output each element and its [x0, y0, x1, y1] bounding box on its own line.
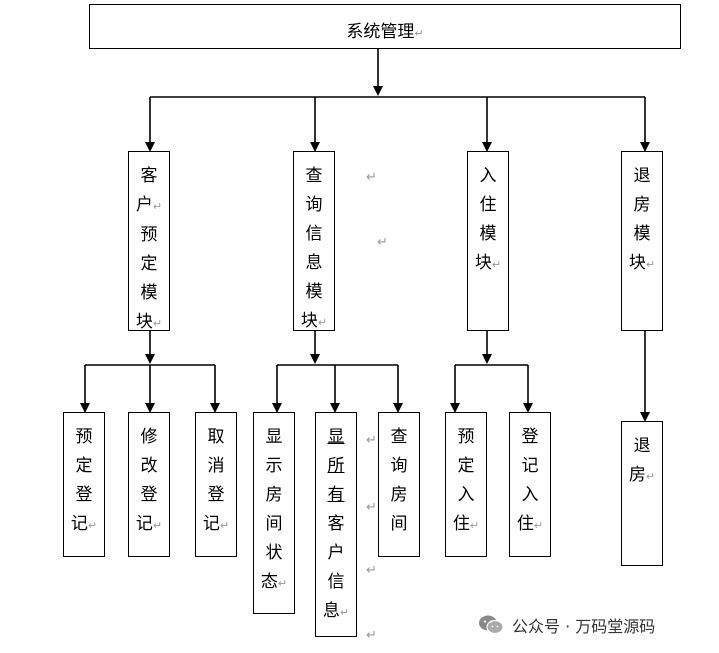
module-char: 模 — [633, 224, 651, 244]
return-mark: ↵ — [277, 577, 288, 590]
module-char: 块↵ — [474, 253, 502, 273]
module-char: 查 — [305, 166, 323, 186]
stray-return-mark: ↵ — [366, 563, 377, 578]
return-mark: ↵ — [152, 317, 163, 330]
leaf-char: 预 — [75, 427, 93, 447]
leaf-char: 记↵ — [202, 514, 230, 534]
leaf-char: 改 — [140, 456, 158, 476]
leaf-char: 登 — [140, 485, 158, 505]
return-mark: ↵ — [219, 519, 230, 532]
leaf-char: 退 — [633, 436, 651, 456]
leaf-char: 住↵ — [516, 514, 544, 534]
leaf-char: 查 — [390, 427, 408, 447]
leaf-char: 修 — [140, 427, 158, 447]
module-char: 房 — [633, 195, 651, 215]
root-label-wrap: 系统管理↵ — [90, 17, 680, 42]
module-checkout: 退 房 模 块↵ — [621, 151, 663, 331]
leaf-char: 入 — [457, 485, 475, 505]
return-mark: ↵ — [339, 606, 350, 619]
leaf-char: 状 — [265, 543, 283, 563]
leaf-char: 取 — [207, 427, 225, 447]
module-char: 入 — [479, 166, 497, 186]
stray-return-mark: ↵ — [366, 628, 377, 643]
module-char: 住 — [479, 195, 497, 215]
module-char: 模 — [140, 283, 158, 303]
leaf-char: 房↵ — [628, 465, 656, 485]
module-checkin: 入 住 模 块↵ — [467, 151, 509, 331]
leaf-checkout-room: 退 房↵ — [621, 421, 663, 566]
leaf-modify-register: 修 改 登 记↵ — [128, 412, 170, 557]
leaf-register-checkin: 登 记 入 住↵ — [509, 412, 551, 557]
leaf-char: 间 — [265, 514, 283, 534]
module-char: 信 — [305, 224, 323, 244]
leaf-char: 记↵ — [135, 514, 163, 534]
leaf-char: 入 — [521, 485, 539, 505]
leaf-char: 态↵ — [260, 572, 288, 592]
module-char: 预 — [140, 225, 158, 245]
leaf-char: 记↵ — [70, 514, 98, 534]
leaf-char: 登 — [75, 485, 93, 505]
leaf-char: 息↵ — [322, 601, 350, 621]
leaf-char: 定 — [75, 456, 93, 476]
leaf-char: 显 — [327, 427, 345, 447]
return-mark: ↵ — [533, 519, 544, 532]
return-mark: ↵ — [645, 258, 656, 271]
module-char: 块↵ — [135, 312, 163, 332]
leaf-char: 有 — [327, 485, 345, 505]
leaf-char: 信 — [327, 572, 345, 592]
module-char: 块↵ — [628, 253, 656, 273]
return-mark: ↵ — [152, 200, 163, 213]
module-booking: 客 户↵ 预 定 模 块↵ — [128, 151, 170, 332]
module-char: 息 — [305, 253, 323, 273]
stray-return-mark: ↵ — [366, 433, 377, 448]
leaf-show-all-guests: 显 所 有 客 户 信 息↵ — [315, 412, 357, 637]
leaf-show-room-status: 显 示 房 间 状 态↵ — [253, 412, 295, 614]
return-mark: ↵ — [491, 258, 502, 271]
leaf-book-checkin: 预 定 入 住↵ — [445, 412, 487, 557]
wechat-icon — [478, 614, 504, 636]
leaf-cancel-register: 取 消 登 记↵ — [195, 412, 237, 557]
leaf-char: 住↵ — [452, 514, 480, 534]
module-char: 客 — [140, 166, 158, 186]
stray-return-mark: ↵ — [366, 500, 377, 515]
leaf-char: 房 — [390, 485, 408, 505]
return-mark: ↵ — [414, 27, 424, 40]
return-mark: ↵ — [317, 316, 328, 329]
return-mark: ↵ — [645, 470, 656, 483]
leaf-char: 记 — [521, 456, 539, 476]
leaf-char: 登 — [521, 427, 539, 447]
module-char: 模 — [479, 224, 497, 244]
leaf-char: 询 — [390, 456, 408, 476]
leaf-char: 户 — [327, 543, 345, 563]
leaf-char: 定 — [457, 456, 475, 476]
module-char: 定 — [140, 254, 158, 274]
root-label: 系统管理 — [346, 22, 415, 42]
return-mark: ↵ — [87, 519, 98, 532]
leaf-char: 预 — [457, 427, 475, 447]
module-char: 户↵ — [135, 195, 163, 215]
module-char: 询 — [305, 195, 323, 215]
watermark: 公众号 · 万码堂源码 — [478, 611, 655, 639]
module-char: 退 — [633, 166, 651, 186]
watermark-text: 公众号 · 万码堂源码 — [512, 617, 656, 636]
return-mark: ↵ — [469, 519, 480, 532]
leaf-char: 间 — [390, 514, 408, 534]
leaf-char: 显 — [265, 427, 283, 447]
leaf-char: 示 — [265, 456, 283, 476]
leaf-char: 所 — [327, 456, 345, 476]
root-node: 系统管理↵ — [89, 4, 681, 49]
leaf-char: 房 — [265, 485, 283, 505]
return-mark: ↵ — [152, 519, 163, 532]
module-query: 查 询 信 息 模 块↵ — [293, 151, 335, 331]
module-char: 模 — [305, 282, 323, 302]
leaf-char: 消 — [207, 456, 225, 476]
leaf-book-register: 预 定 登 记↵ — [63, 412, 105, 557]
leaf-query-room: 查 询 房 间 — [378, 412, 420, 557]
stray-return-mark: ↵ — [377, 235, 388, 250]
leaf-char: 登 — [207, 485, 225, 505]
module-char: 块↵ — [300, 311, 328, 331]
stray-return-mark: ↵ — [366, 170, 377, 185]
leaf-char: 客 — [327, 514, 345, 534]
